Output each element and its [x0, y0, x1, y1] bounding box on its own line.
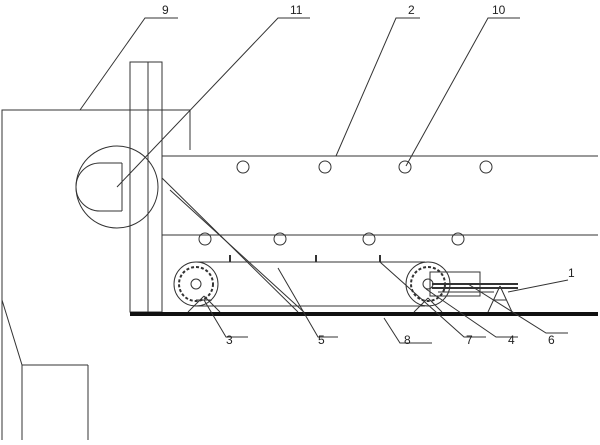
vertical-column: [129, 61, 163, 313]
callout-8: 8: [404, 333, 411, 347]
callout-4: 4: [508, 333, 515, 347]
callout-11: 11: [290, 3, 303, 17]
callout-2: 2: [408, 3, 415, 17]
rollers-10: [198, 160, 493, 246]
lower-conveyor-7: [196, 255, 425, 307]
stands-3: [187, 295, 443, 313]
callout-7: 7: [466, 333, 473, 347]
drum-pulley-11: [75, 145, 159, 229]
callout-6: 6: [548, 333, 555, 347]
callout-1: 1: [568, 266, 575, 280]
left-sprocket: [173, 261, 219, 307]
leader-lines: [79, 17, 569, 344]
callout-5: 5: [318, 333, 325, 347]
callout-labels: 9 11 2 10 1 3 5 8 7 4 6: [162, 3, 575, 347]
callout-9: 9: [162, 3, 169, 17]
diagonal-wires: [161, 177, 307, 315]
housing-9: [1, 109, 191, 440]
callout-3: 3: [226, 333, 233, 347]
callout-10: 10: [492, 3, 506, 17]
upper-belt-2: [162, 155, 598, 236]
tensioner-stand-1: [487, 285, 513, 313]
